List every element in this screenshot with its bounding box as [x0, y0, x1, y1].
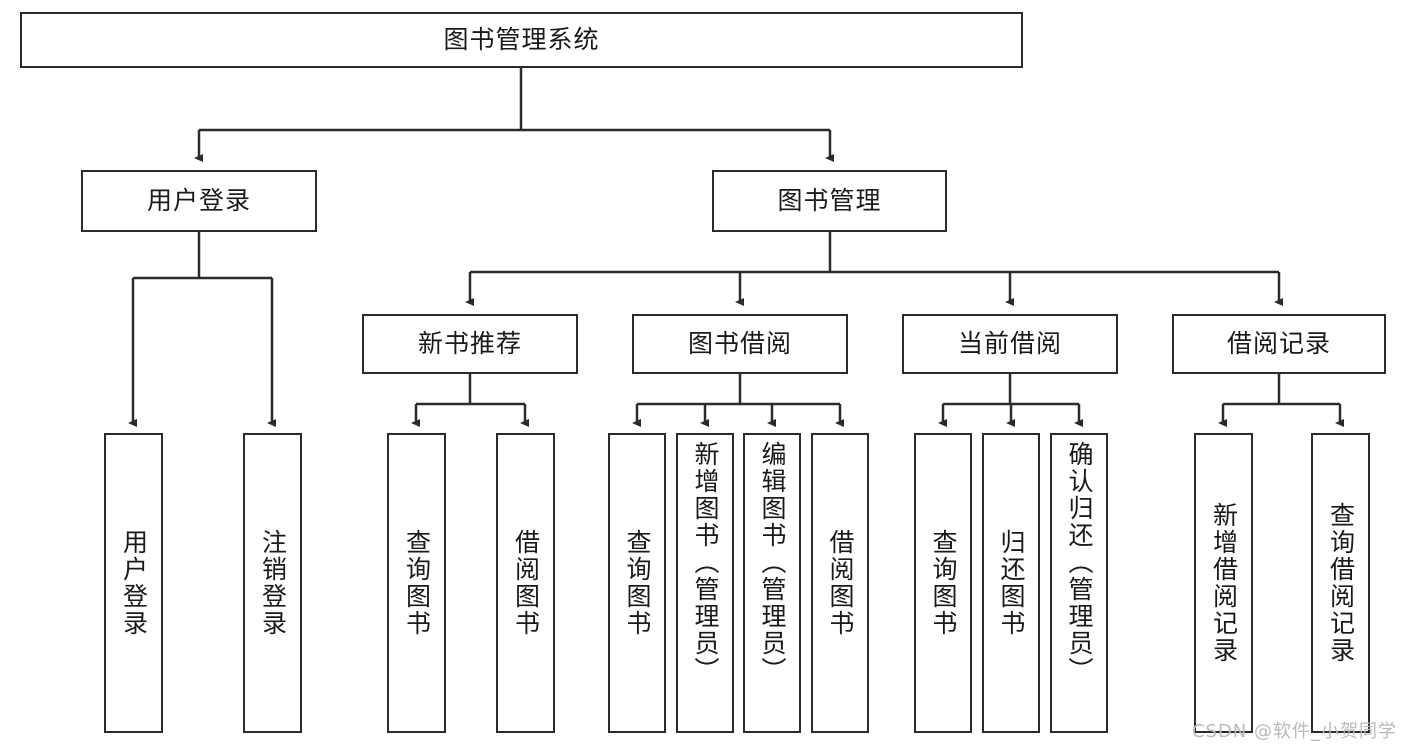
node-label: 借阅图书: [511, 529, 541, 637]
node-label: 新书推荐: [417, 329, 522, 358]
node-book-borrow[interactable]: 图书借阅: [632, 314, 848, 374]
leaf-user-login-login[interactable]: 用户登录: [104, 433, 163, 733]
leaf-book-borrow-add-book-admin[interactable]: 新增图书（管理员）: [676, 433, 734, 733]
leaf-current-borrow-return-book[interactable]: 归还图书: [982, 433, 1040, 733]
node-label: 当前借阅: [957, 329, 1062, 358]
node-new-book-recommend[interactable]: 新书推荐: [362, 314, 578, 374]
node-label: 新增借阅记录: [1209, 502, 1239, 664]
leaf-current-borrow-confirm-return-admin[interactable]: 确认归还（管理员）: [1050, 433, 1108, 733]
leaf-new-book-query-book[interactable]: 查询图书: [387, 433, 446, 733]
node-label: 确认归还（管理员）: [1065, 441, 1094, 684]
leaf-new-book-borrow-book[interactable]: 借阅图书: [496, 433, 555, 733]
node-current-borrow[interactable]: 当前借阅: [902, 314, 1118, 374]
node-label: 用户登录: [119, 529, 149, 637]
leaf-book-borrow-edit-book-admin[interactable]: 编辑图书（管理员）: [743, 433, 801, 733]
node-label: 查询图书: [402, 529, 432, 637]
node-label: 借阅图书: [826, 529, 855, 637]
node-label: 新增图书（管理员）: [691, 441, 720, 684]
node-root-system[interactable]: 图书管理系统: [20, 12, 1023, 68]
node-label: 归还图书: [997, 529, 1026, 637]
node-label: 查询图书: [623, 529, 652, 637]
node-user-login[interactable]: 用户登录: [81, 170, 317, 232]
node-label: 查询图书: [929, 529, 958, 637]
leaf-current-borrow-query-book[interactable]: 查询图书: [914, 433, 972, 733]
node-borrow-record[interactable]: 借阅记录: [1172, 314, 1386, 374]
node-label: 借阅记录: [1226, 329, 1331, 358]
node-book-management[interactable]: 图书管理: [712, 170, 947, 232]
leaf-borrow-record-add-record[interactable]: 新增借阅记录: [1194, 433, 1253, 733]
node-label: 注销登录: [258, 529, 288, 637]
node-label: 用户登录: [146, 186, 251, 215]
csdn-watermark: CSDN @软件_小贺同学: [1191, 721, 1397, 742]
leaf-user-login-logout[interactable]: 注销登录: [243, 433, 302, 733]
node-label: 编辑图书（管理员）: [758, 441, 787, 684]
leaf-book-borrow-query-book[interactable]: 查询图书: [608, 433, 666, 733]
node-label: 图书借阅: [687, 329, 792, 358]
node-label: 查询借阅记录: [1326, 502, 1356, 664]
leaf-book-borrow-borrow-book[interactable]: 借阅图书: [811, 433, 869, 733]
node-label: 图书管理系统: [443, 25, 600, 54]
leaf-borrow-record-query-record[interactable]: 查询借阅记录: [1311, 433, 1370, 733]
node-label: 图书管理: [777, 186, 882, 215]
